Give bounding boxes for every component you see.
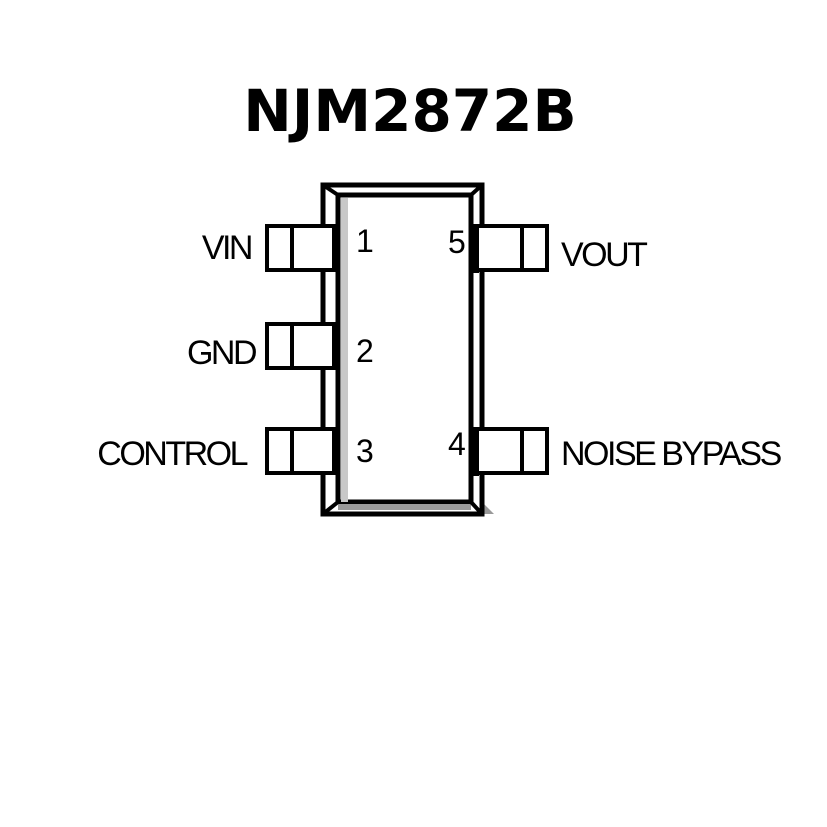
- ic-body: [320, 182, 494, 517]
- pin-3: [265, 427, 336, 475]
- pin-1: [265, 224, 336, 272]
- pin-label-control: CONTROL: [97, 435, 247, 473]
- pin-number-1: 1: [356, 223, 374, 259]
- chip-title: NJM2872B: [243, 77, 576, 145]
- pin-label-gnd: GND: [187, 334, 256, 372]
- pin-number-2: 2: [356, 333, 374, 369]
- pin-number-3: 3: [356, 433, 374, 469]
- pin-number-4: 4: [448, 426, 466, 462]
- pin-label-vin: VIN: [202, 229, 251, 267]
- pin-number-5: 5: [448, 224, 466, 260]
- pin-label-vout: VOUT: [561, 236, 647, 274]
- pin-label-noise-bypass: NOISE BYPASS: [561, 435, 782, 473]
- pin-4: [473, 427, 549, 476]
- pin-2: [265, 322, 336, 370]
- pin-5: [473, 224, 549, 273]
